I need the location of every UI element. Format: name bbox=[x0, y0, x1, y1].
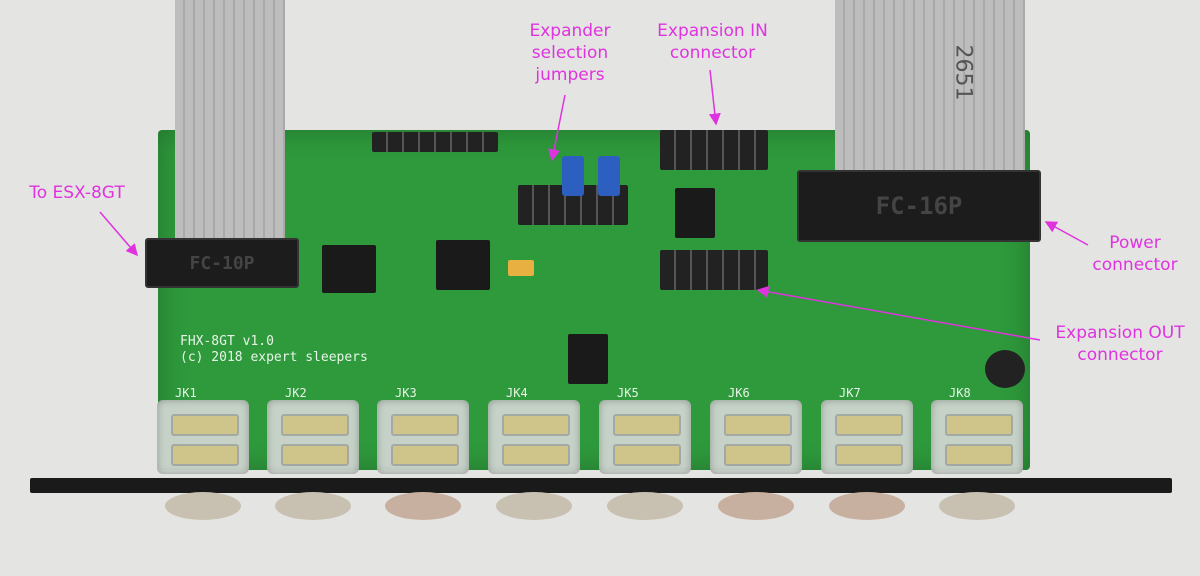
label-line: connector bbox=[1077, 345, 1163, 365]
board-name: FHX-8GT v1.0 bbox=[180, 334, 274, 349]
arrow-expander-jumpers bbox=[548, 94, 566, 162]
label-power: Power connector bbox=[1080, 232, 1190, 276]
ribbon-cable-10 bbox=[175, 0, 285, 240]
ribbon-cable-16: 2651 bbox=[835, 0, 1025, 180]
label-line: connector bbox=[669, 43, 756, 63]
label-line: connector bbox=[1092, 255, 1178, 275]
label-line: selection bbox=[531, 43, 609, 63]
jack-label: JK3 bbox=[395, 386, 417, 400]
jack-label: JK4 bbox=[506, 386, 528, 400]
front-panel bbox=[30, 478, 1172, 493]
jack-nut bbox=[385, 492, 461, 520]
label-line: Expansion IN bbox=[657, 21, 768, 41]
jack-nut bbox=[939, 492, 1015, 520]
label-line: Power bbox=[1109, 233, 1161, 253]
label-expansion-out: Expansion OUT connector bbox=[1040, 322, 1200, 366]
label-expansion-in: Expansion IN connector bbox=[640, 20, 785, 64]
jack-label: JK1 bbox=[175, 386, 197, 400]
board-copyright: (c) 2018 expert sleepers bbox=[180, 350, 368, 365]
jack-row: JK1 JK2 JK3 JK4 JK5 JK6 JK7 JK8 bbox=[157, 386, 1037, 536]
ic-chip bbox=[568, 334, 608, 384]
ic-chip bbox=[436, 240, 490, 290]
electrolytic-capacitor bbox=[985, 350, 1025, 388]
jack-nut bbox=[165, 492, 241, 520]
pin-header bbox=[372, 132, 498, 152]
arrow-expansion-in bbox=[708, 69, 721, 126]
capacitor bbox=[508, 260, 534, 276]
jack-label: JK8 bbox=[949, 386, 971, 400]
label-to-esx: To ESX-8GT bbox=[29, 183, 125, 203]
ic-chip bbox=[322, 245, 376, 293]
arrow-expansion-out bbox=[756, 285, 1041, 341]
jack-nut bbox=[829, 492, 905, 520]
jack-nut bbox=[496, 492, 572, 520]
label-line: Expander bbox=[529, 21, 611, 41]
jack-nut bbox=[275, 492, 351, 520]
expansion-in-header bbox=[660, 130, 768, 170]
ic-chip bbox=[675, 188, 715, 238]
jumper bbox=[562, 156, 584, 196]
jack-label: JK7 bbox=[839, 386, 861, 400]
label-line: Expansion OUT bbox=[1055, 323, 1185, 343]
jack-nut bbox=[607, 492, 683, 520]
arrow-power bbox=[1044, 221, 1089, 246]
jack-label: JK6 bbox=[728, 386, 750, 400]
label-expander-jumpers: Expander selection jumpers bbox=[510, 20, 630, 86]
jack-label: JK2 bbox=[285, 386, 307, 400]
jack-label: JK5 bbox=[617, 386, 639, 400]
fc-16p-connector: FC-16P bbox=[797, 170, 1041, 242]
expansion-out-header bbox=[660, 250, 768, 290]
jack-nut bbox=[718, 492, 794, 520]
jumper bbox=[598, 156, 620, 196]
label-line: jumpers bbox=[535, 65, 605, 85]
fc-10p-connector: FC-10P bbox=[145, 238, 299, 288]
arrow-to-esx bbox=[99, 211, 138, 257]
